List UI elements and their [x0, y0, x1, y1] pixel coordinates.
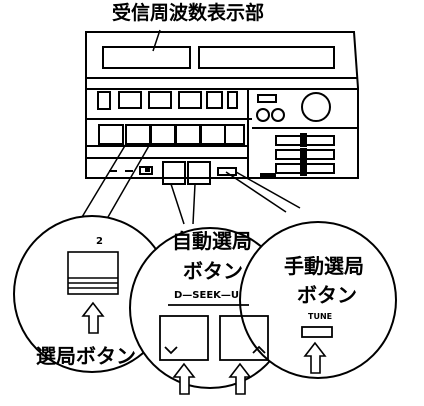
- seek-label: D—SEEK—U: [174, 290, 240, 301]
- preset-button-1: [98, 124, 124, 145]
- preset-button-3: [150, 124, 176, 145]
- frequency-display-left: [102, 46, 191, 69]
- tune-callout-circle: [239, 221, 397, 379]
- press-arrow-icon: [303, 341, 327, 374]
- preset-button-illustration: [67, 251, 119, 295]
- frequency-display-right: [198, 46, 335, 69]
- auto-tuning-label-line1: 自動選局: [172, 229, 252, 253]
- preset-button-5: [200, 124, 226, 145]
- press-arrow-icon: [172, 362, 196, 395]
- preset-button-2: [125, 124, 151, 145]
- frequency-display-title: 受信周波数表示部: [112, 2, 265, 24]
- press-arrow-icon: [81, 301, 105, 334]
- tune-button: [301, 326, 333, 338]
- preset-button-4: [175, 124, 201, 145]
- manual-tuning-label-line1: 手動選局: [284, 254, 364, 278]
- volume-knob: [301, 92, 331, 122]
- tune-button-small: [217, 167, 237, 176]
- preset-button-label: 選局ボタン: [36, 344, 136, 368]
- down-chevron-icon: [164, 346, 178, 355]
- preset-number-label: 2: [96, 236, 103, 247]
- auto-tuning-label-line2: ボタン: [183, 259, 243, 283]
- title-leader-line: [152, 29, 161, 52]
- seek-up-button-small: [187, 161, 211, 185]
- radio-panel: [85, 31, 359, 179]
- up-chevron-icon: [252, 345, 266, 354]
- seek-down-button-small: [162, 161, 186, 185]
- seek-down-button: [159, 315, 209, 361]
- seek-up-button: [219, 315, 269, 361]
- manual-tuning-label-line2: ボタン: [297, 283, 357, 307]
- press-arrow-icon: [228, 362, 252, 395]
- tune-label: TUNE: [308, 312, 333, 321]
- preset-button-6: [224, 124, 245, 145]
